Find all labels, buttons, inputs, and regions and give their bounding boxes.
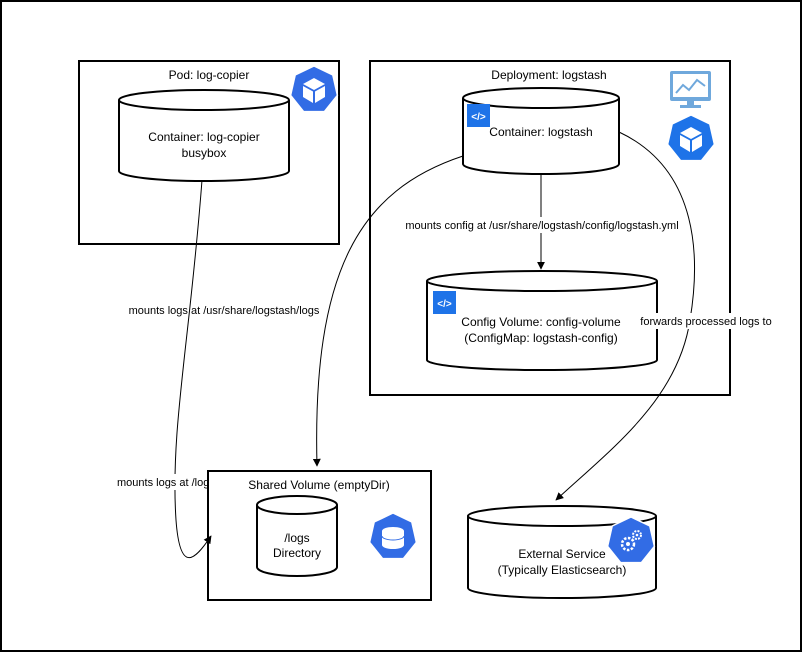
code-icon: </> <box>433 291 456 314</box>
edge-mounts-logs-logcopier[interactable]: mounts logs at /logs <box>114 179 215 558</box>
config-volume-label: Config Volume: config-volume <box>461 315 621 329</box>
edge-mounts-config-label: mounts config at /usr/share/logstash/con… <box>405 220 678 232</box>
edge-forwards[interactable]: forwards processed logs to <box>555 131 775 501</box>
logs-directory-label: Directory <box>273 546 321 560</box>
container-logstash[interactable]: Container: logstash <box>462 87 620 175</box>
external-service-detail: (Typically Elasticsearch) <box>498 563 627 577</box>
edge-mounts-logs-logstash[interactable]: mounts logs at /usr/share/logstash/logs <box>127 155 464 467</box>
logs-directory[interactable]: /logs Directory <box>256 495 338 577</box>
kubernetes-volume-icon <box>368 512 418 560</box>
svg-text:</>: </> <box>437 299 452 310</box>
shared-volume-title: Shared Volume (emptyDir) <box>248 478 389 492</box>
edge-mounts-logs-logstash-label: mounts logs at /usr/share/logstash/logs <box>129 305 320 317</box>
svg-text:</>: </> <box>471 112 486 123</box>
external-service-label: External Service <box>518 547 606 561</box>
container-log-copier-image: busybox <box>182 146 227 160</box>
external-service[interactable]: External Service (Typically Elasticsearc… <box>467 505 657 599</box>
deployment-title: Deployment: logstash <box>491 68 606 82</box>
kubernetes-service-gear-icon <box>606 516 656 564</box>
code-icon: </> <box>467 104 490 127</box>
monitor-icon <box>670 71 711 108</box>
logs-directory-path: /logs <box>284 531 309 545</box>
edge-forwards-label: forwards processed logs to <box>640 316 771 328</box>
edge-mounts-config[interactable]: mounts config at /usr/share/logstash/con… <box>404 174 680 270</box>
config-volume-configmap: (ConfigMap: logstash-config) <box>464 331 617 345</box>
container-logstash-label: Container: logstash <box>489 125 592 139</box>
config-volume[interactable]: Config Volume: config-volume (ConfigMap:… <box>426 270 658 371</box>
kubernetes-pod-icon <box>289 65 339 113</box>
container-log-copier-label: Container: log-copier <box>148 130 259 144</box>
kubernetes-pod-icon <box>666 114 716 162</box>
container-log-copier[interactable]: Container: log-copier busybox <box>118 89 290 182</box>
label-clip <box>209 472 219 492</box>
pod-title: Pod: log-copier <box>169 68 250 82</box>
edge-mounts-logs-logcopier-label: mounts logs at /logs <box>117 477 215 489</box>
